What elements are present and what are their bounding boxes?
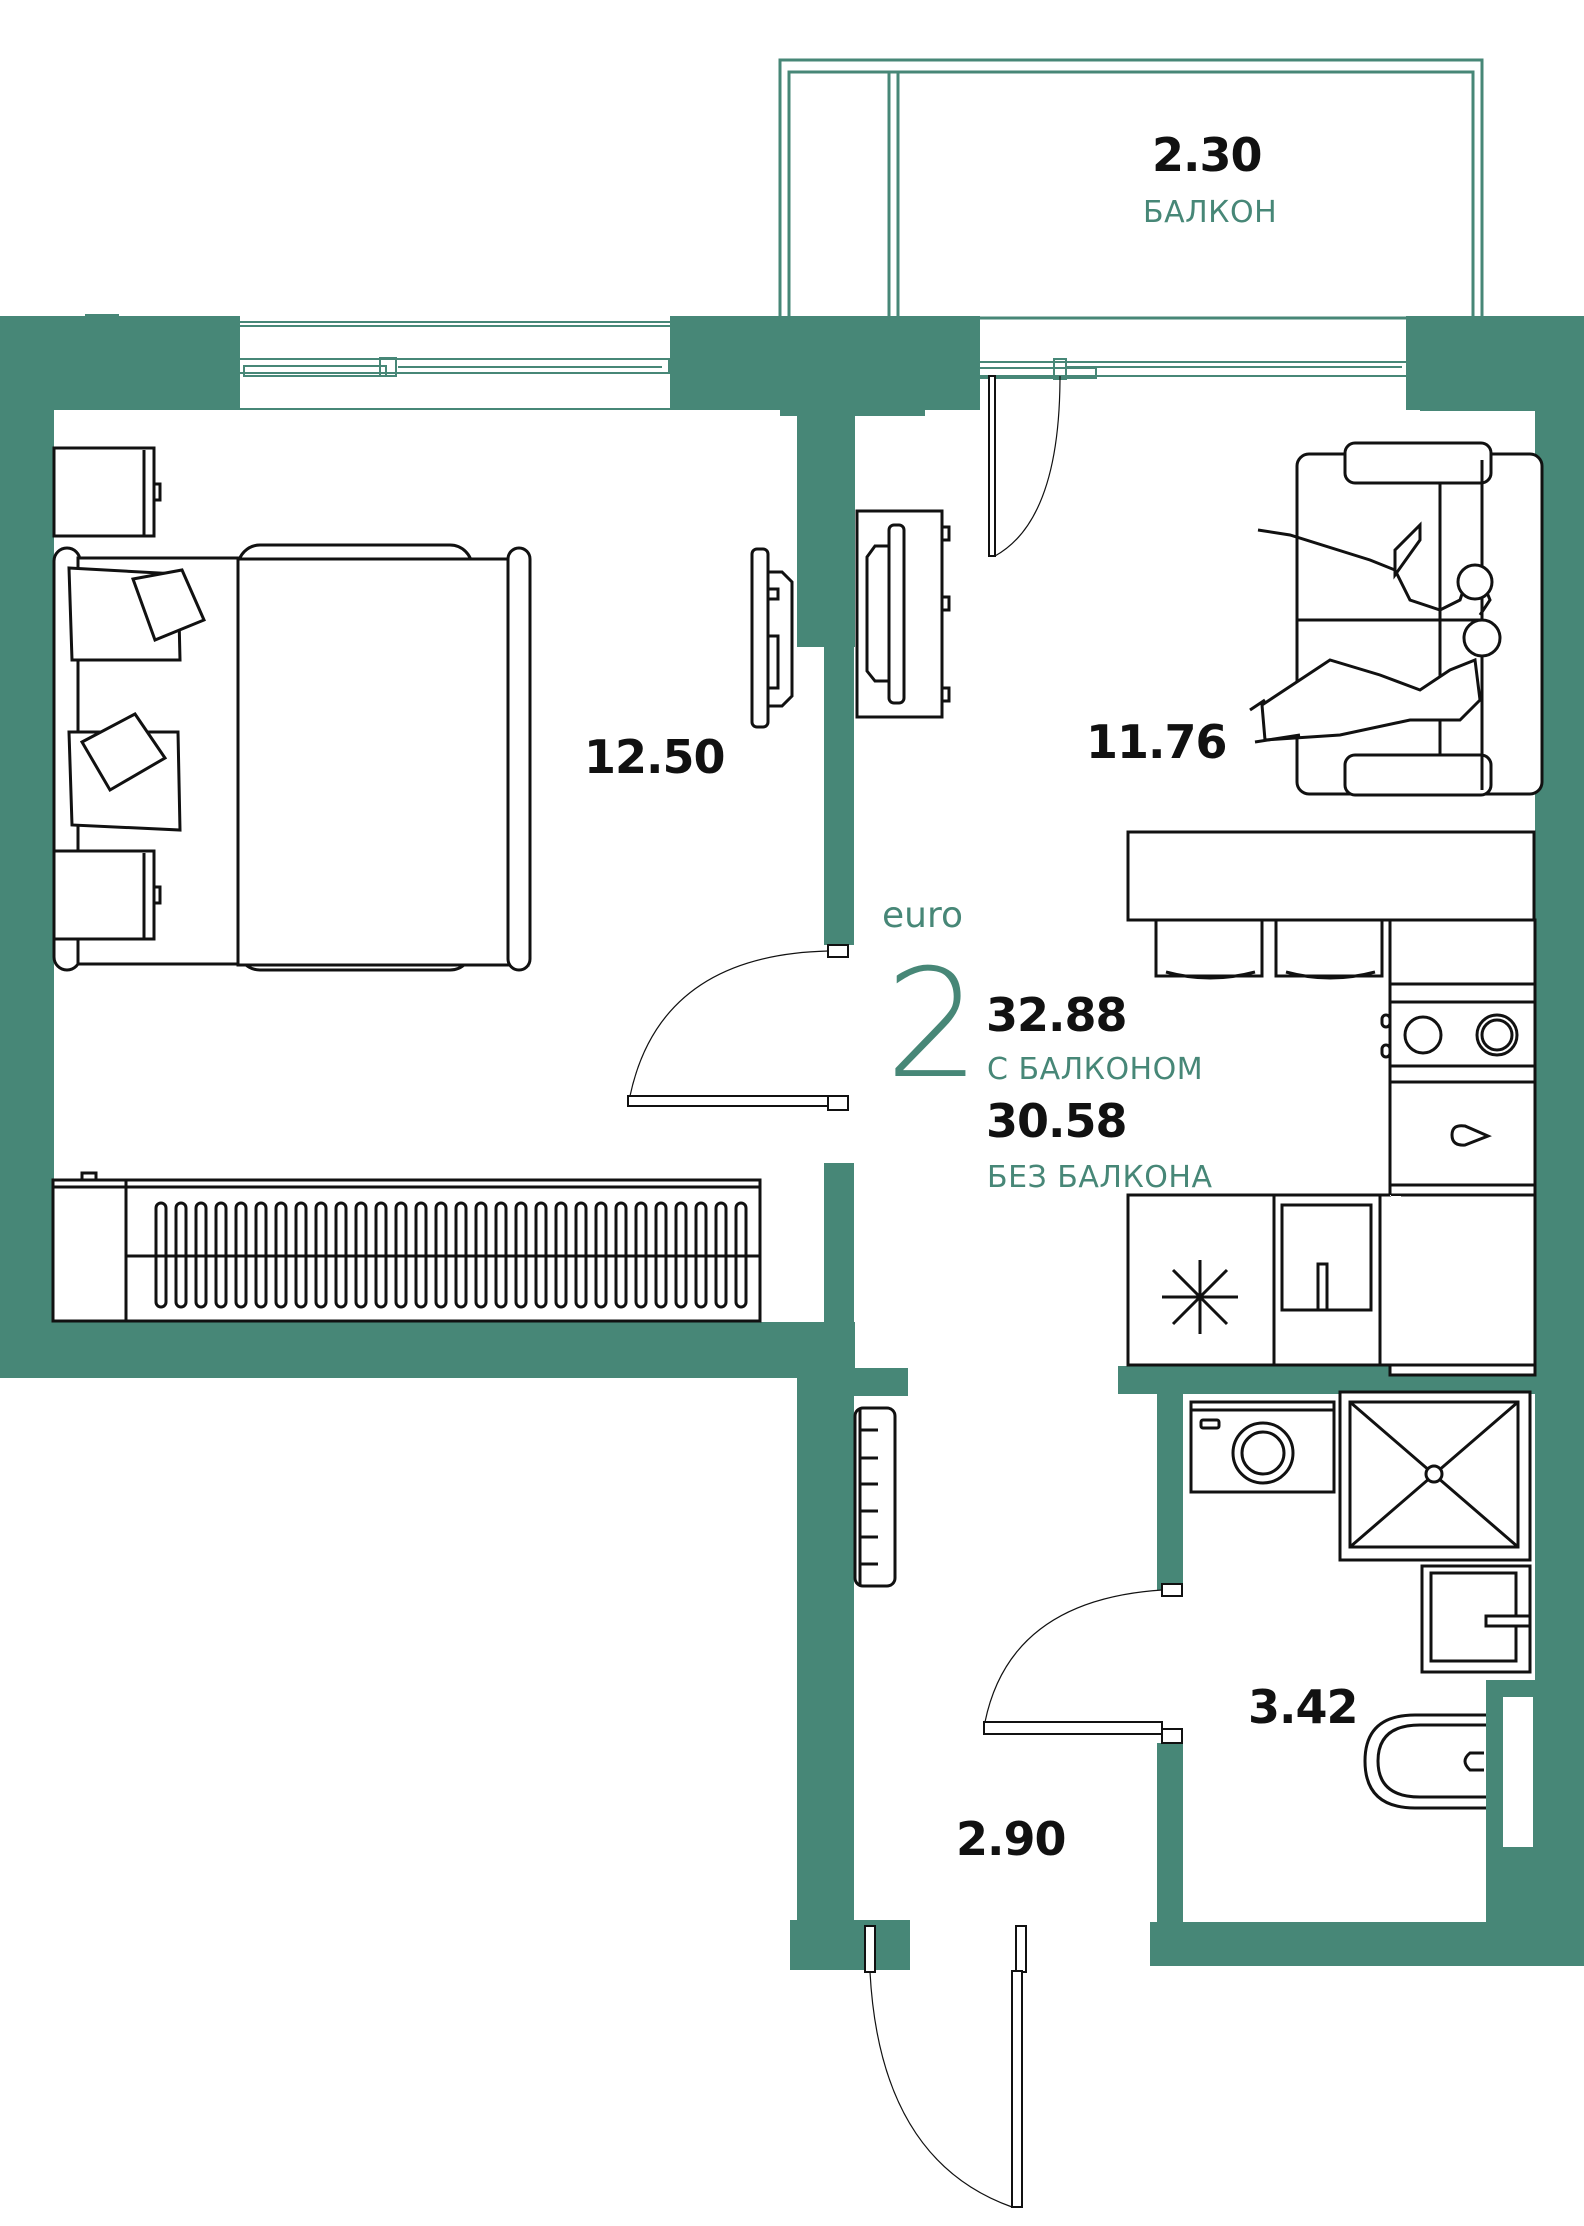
bathroom-area: 3.42 (1248, 1680, 1358, 1734)
bar-counter-icon (1126, 830, 1536, 922)
rooms-count: 2 (885, 938, 981, 1112)
sink-icon (1280, 1124, 1492, 1312)
apartment-type: euro (882, 895, 963, 936)
sofa-with-people-icon (1249, 441, 1544, 797)
coat-rack-icon (853, 1406, 897, 1588)
tv-stand-icon (855, 509, 951, 719)
nightstand-icon (52, 446, 162, 941)
hallway-area: 2.90 (956, 1812, 1066, 1866)
living-kitchen-area: 11.76 (1086, 715, 1228, 769)
washbasin-icon (1420, 1564, 1532, 1674)
shower-tray-icon (1338, 1390, 1532, 1562)
with-balcony-label: С БАЛКОНОМ (987, 1052, 1204, 1087)
window-bedroom (230, 321, 682, 410)
cooktop-icon (1380, 1013, 1519, 1059)
tv-icon (750, 547, 794, 729)
total-area-without-balcony: 30.58 (986, 1094, 1128, 1148)
bar-stool-icon (1154, 918, 1384, 980)
without-balcony-label: БЕЗ БАЛКОНА (987, 1160, 1213, 1195)
balcony-label: БАЛКОН (1143, 195, 1278, 230)
balcony-area: 2.30 (1152, 128, 1262, 182)
walls (0, 314, 1584, 1970)
balcony-frame (778, 58, 1484, 320)
window-balcony-door (966, 358, 1408, 380)
wardrobe-hangers (154, 1201, 748, 1309)
toilet-icon (1363, 1713, 1486, 1810)
doors (627, 375, 1183, 2208)
washing-machine-icon (1189, 1400, 1336, 1494)
bedroom-area: 12.50 (584, 730, 726, 784)
fridge-icon (1162, 1260, 1238, 1334)
kitchen-cabinets (1126, 918, 1537, 1377)
total-area-with-balcony: 32.88 (986, 988, 1128, 1042)
